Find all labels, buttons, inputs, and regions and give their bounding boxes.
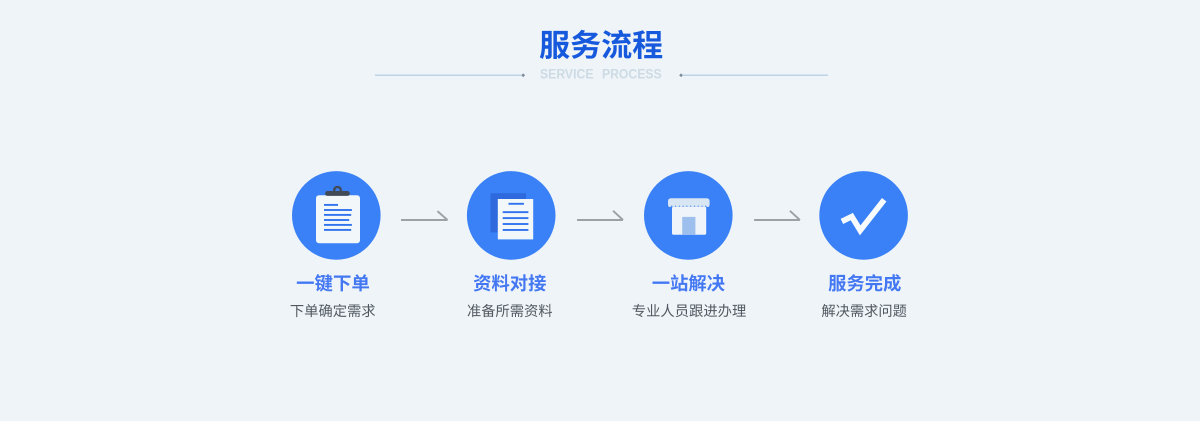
svg-text:SERVICE: SERVICE (540, 65, 594, 81)
svg-text:PROCESS: PROCESS (602, 65, 662, 81)
